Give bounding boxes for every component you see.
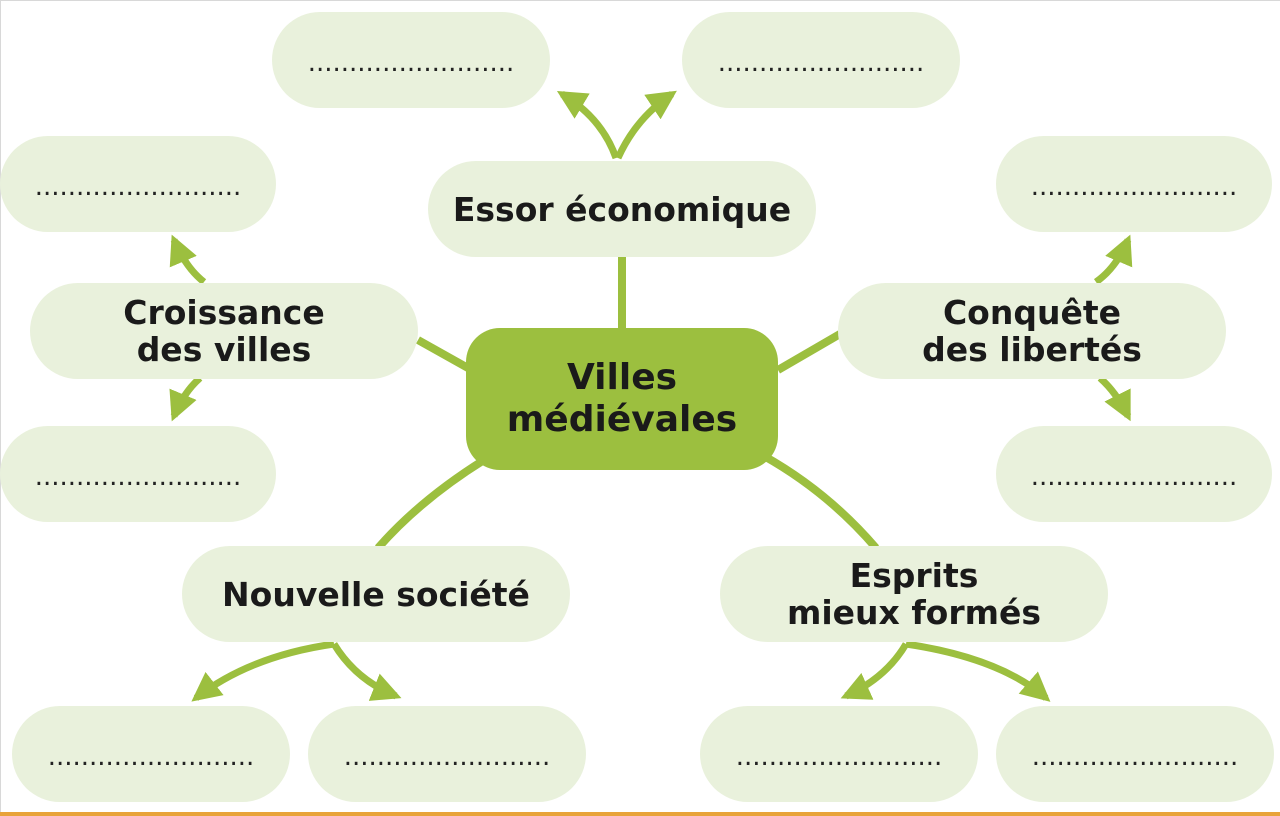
blank-esprits-right-dots: ......................... xyxy=(1031,741,1239,772)
arrow-essor-left xyxy=(556,90,620,160)
frame-top-border xyxy=(0,0,1280,1)
connector-center-conquete xyxy=(775,330,843,374)
frame-left-border xyxy=(0,0,1,816)
node-conquete-des-libertes: Conquête des libertés xyxy=(838,283,1226,379)
arrow-conquete-down xyxy=(1097,375,1132,422)
central-node: Villes médiévales xyxy=(466,328,778,470)
blank-essor-left[interactable]: ......................... xyxy=(272,12,550,108)
node-conquete-line-1: Conquête xyxy=(942,293,1122,332)
connector-center-croissance xyxy=(416,336,470,372)
node-croissance-des-villes: Croissance des villes xyxy=(30,283,418,379)
frame-bottom-border xyxy=(0,812,1280,816)
arrow-croissance-up xyxy=(169,234,207,285)
blank-essor-right[interactable]: ......................... xyxy=(682,12,960,108)
node-essor-economique-label: Essor économique xyxy=(452,189,792,229)
arrow-essor-right xyxy=(614,90,677,160)
arrow-societe-left xyxy=(191,640,335,702)
node-nouvelle-societe-label: Nouvelle société xyxy=(222,574,530,614)
blank-societe-left[interactable]: ......................... xyxy=(12,706,290,802)
node-esprits-line-1: Esprits xyxy=(849,556,979,595)
blank-esprits-left-dots: ......................... xyxy=(735,741,943,772)
node-esprits-line-2: mieux formés xyxy=(786,593,1042,632)
blank-essor-right-dots: ......................... xyxy=(717,47,925,78)
node-croissance-line-1: Croissance xyxy=(123,293,325,332)
blank-societe-right[interactable]: ......................... xyxy=(308,706,586,802)
central-node-line-1: Villes xyxy=(566,357,678,398)
blank-conquete-top[interactable]: ......................... xyxy=(996,136,1272,232)
blank-conquete-top-dots: ......................... xyxy=(1030,171,1238,202)
blank-conquete-bottom-dots: ......................... xyxy=(1030,461,1238,492)
node-essor-economique: Essor économique xyxy=(428,161,816,257)
node-esprits-mieux-formes: Esprits mieux formés xyxy=(720,546,1108,642)
arrow-conquete-up xyxy=(1093,234,1133,285)
arrow-croissance-down xyxy=(169,375,203,422)
blank-conquete-bottom[interactable]: ......................... xyxy=(996,426,1272,522)
connector-center-esprits xyxy=(762,452,880,551)
blank-croissance-bottom-dots: ......................... xyxy=(34,461,242,492)
node-conquete-line-2: des libertés xyxy=(922,330,1142,369)
arrow-societe-right xyxy=(331,642,402,701)
blank-societe-left-dots: ......................... xyxy=(47,741,255,772)
node-nouvelle-societe: Nouvelle société xyxy=(182,546,570,642)
blank-esprits-right[interactable]: ......................... xyxy=(996,706,1274,802)
blank-croissance-top-dots: ......................... xyxy=(34,171,242,202)
arrow-esprits-left xyxy=(840,642,910,700)
node-croissance-line-2: des villes xyxy=(136,330,312,369)
blank-societe-right-dots: ......................... xyxy=(343,741,551,772)
blank-esprits-left[interactable]: ......................... xyxy=(700,706,978,802)
blank-croissance-top[interactable]: ......................... xyxy=(0,136,276,232)
connector-center-societe xyxy=(374,456,487,551)
central-node-line-2: médiévales xyxy=(506,399,738,440)
blank-essor-left-dots: ......................... xyxy=(307,47,515,78)
blank-croissance-bottom[interactable]: ......................... xyxy=(0,426,276,522)
arrow-esprits-right xyxy=(905,640,1051,702)
